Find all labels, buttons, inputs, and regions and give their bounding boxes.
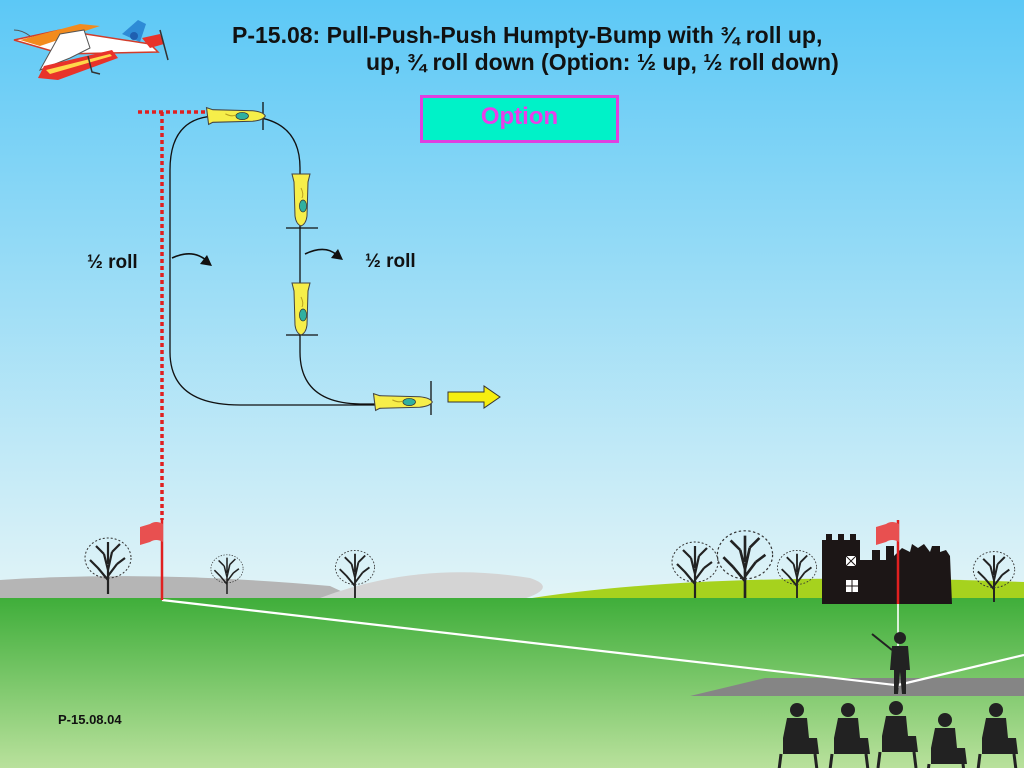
exit-arrow-icon	[447, 385, 501, 409]
figure-code: P-15.08.04	[58, 712, 122, 727]
hill-grey-left	[0, 576, 360, 600]
sky	[0, 0, 1024, 600]
option-box: Option	[420, 95, 619, 143]
title-line-1: P-15.08: Pull-Push-Push Humpty-Bump with…	[232, 22, 823, 48]
option-label: Option	[480, 103, 559, 130]
hill-grey-right	[320, 572, 543, 600]
roll-label-left: ½ roll	[87, 252, 138, 273]
castle-icon	[822, 534, 952, 604]
flag-icon	[140, 522, 163, 545]
runway	[690, 678, 1024, 696]
flight-path	[169, 115, 420, 406]
view-line-left	[161, 598, 896, 687]
roll-arrow-left-head	[200, 255, 212, 266]
roll-label-right: ½ roll	[365, 251, 416, 272]
pilot-icon	[871, 632, 910, 694]
flight-path-bump	[239, 115, 385, 405]
roll-arrow-right-head	[331, 249, 343, 260]
flag-icon	[876, 522, 899, 545]
aerobatic-plane-icon	[13, 20, 169, 80]
title-line-2: up, ¾ roll down (Option: ½ up, ½ roll do…	[366, 49, 839, 75]
view-line-right	[897, 653, 1024, 687]
